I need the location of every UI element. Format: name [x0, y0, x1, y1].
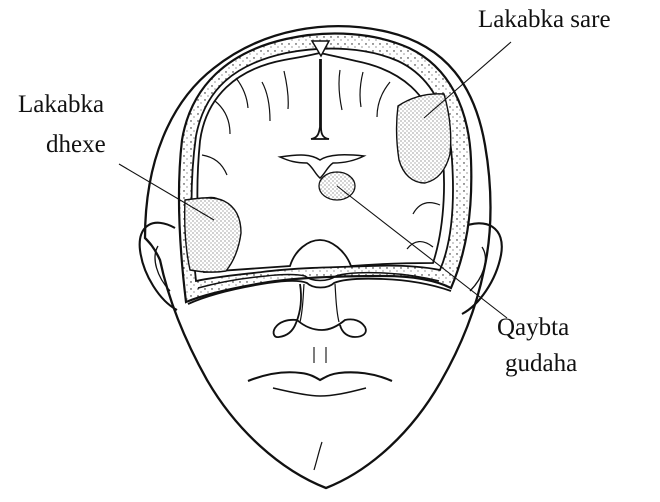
upper-layer-region: [397, 94, 451, 183]
philtrum: [314, 347, 326, 363]
nose-bridge-right: [335, 284, 339, 322]
right-ear-inner: [470, 247, 485, 291]
label-middle-layer-line1: Lakabka: [18, 89, 104, 120]
chin-mark: [314, 442, 322, 470]
middle-layer-region: [185, 198, 241, 272]
label-inner-part-line2: gudaha: [505, 348, 577, 379]
mouth: [248, 372, 392, 381]
label-inner-part-line1: Qaybta: [497, 312, 569, 343]
label-upper-layer: Lakabka sare: [478, 4, 611, 35]
label-middle-layer-line2: dhexe: [46, 129, 106, 160]
lower-lip: [273, 388, 366, 396]
nose: [274, 284, 366, 337]
